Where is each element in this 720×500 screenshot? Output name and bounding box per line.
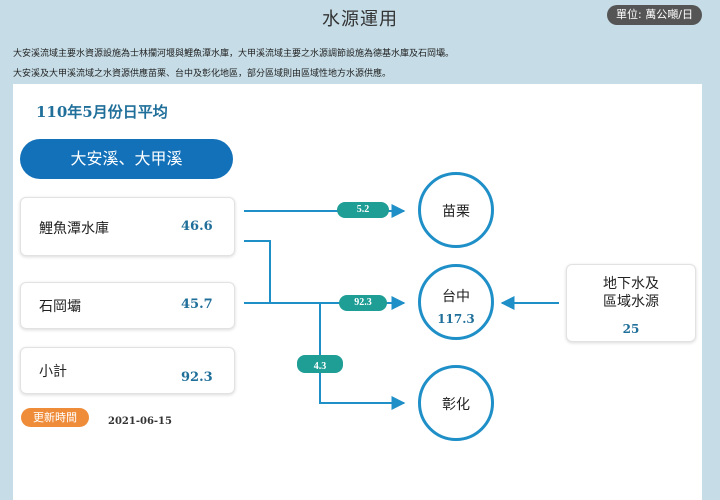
flow-pill-miaoli: 5.2 <box>337 202 389 218</box>
panel-subtitle: 110年5月份日平均 <box>36 103 168 121</box>
flow-line-changhua <box>319 303 406 410</box>
destination-miaoli[interactable]: 苗栗 <box>418 172 494 248</box>
source-name: 鯉魚潭水庫 <box>39 221 109 237</box>
flow-line-liyutan-down <box>244 240 271 303</box>
destination-name: 台中 <box>442 289 470 305</box>
flow-pill-taichung: 92.3 <box>339 295 387 311</box>
source-value: 46.6 <box>181 219 213 234</box>
groundwater-label-2: 區域水源 <box>603 294 659 310</box>
source-value: 92.3 <box>181 370 213 385</box>
destination-taichung[interactable]: 台中 117.3 <box>418 264 494 340</box>
groundwater-card[interactable]: 地下水及 區域水源 25 <box>566 264 696 342</box>
destination-name: 苗栗 <box>442 204 470 220</box>
source-name: 石岡壩 <box>39 299 81 315</box>
update-time-badge: 更新時間 <box>21 408 89 427</box>
flow-pill-changhua: 4.3 <box>297 355 343 373</box>
description-line-1: 大安溪流域主要水資源設施為士林攔河堰與鯉魚潭水庫，大甲溪流域主要之水源調節設施為… <box>13 49 455 59</box>
river-banner[interactable]: 大安溪、大甲溪 <box>20 139 233 179</box>
description-line-2: 大安溪及大甲溪流域之水資源供應苗栗、台中及彰化地區，部分區域則由區域性地方水源供… <box>13 69 392 79</box>
source-card-subtotal[interactable]: 小計 92.3 <box>20 347 235 394</box>
source-card-shigang[interactable]: 石岡壩 45.7 <box>20 282 235 329</box>
update-date: 2021-06-15 <box>108 416 172 427</box>
groundwater-label-1: 地下水及 <box>603 276 659 292</box>
source-value: 45.7 <box>181 297 213 312</box>
source-name: 小計 <box>39 364 67 380</box>
page-title: 水源運用 <box>322 9 398 30</box>
destination-name: 彰化 <box>442 397 470 413</box>
groundwater-value: 25 <box>622 322 640 336</box>
destination-changhua[interactable]: 彰化 <box>418 365 494 441</box>
destination-value: 117.3 <box>437 312 475 326</box>
source-card-liyutan[interactable]: 鯉魚潭水庫 46.6 <box>20 197 235 256</box>
unit-badge: 單位: 萬公噸/日 <box>607 5 702 25</box>
